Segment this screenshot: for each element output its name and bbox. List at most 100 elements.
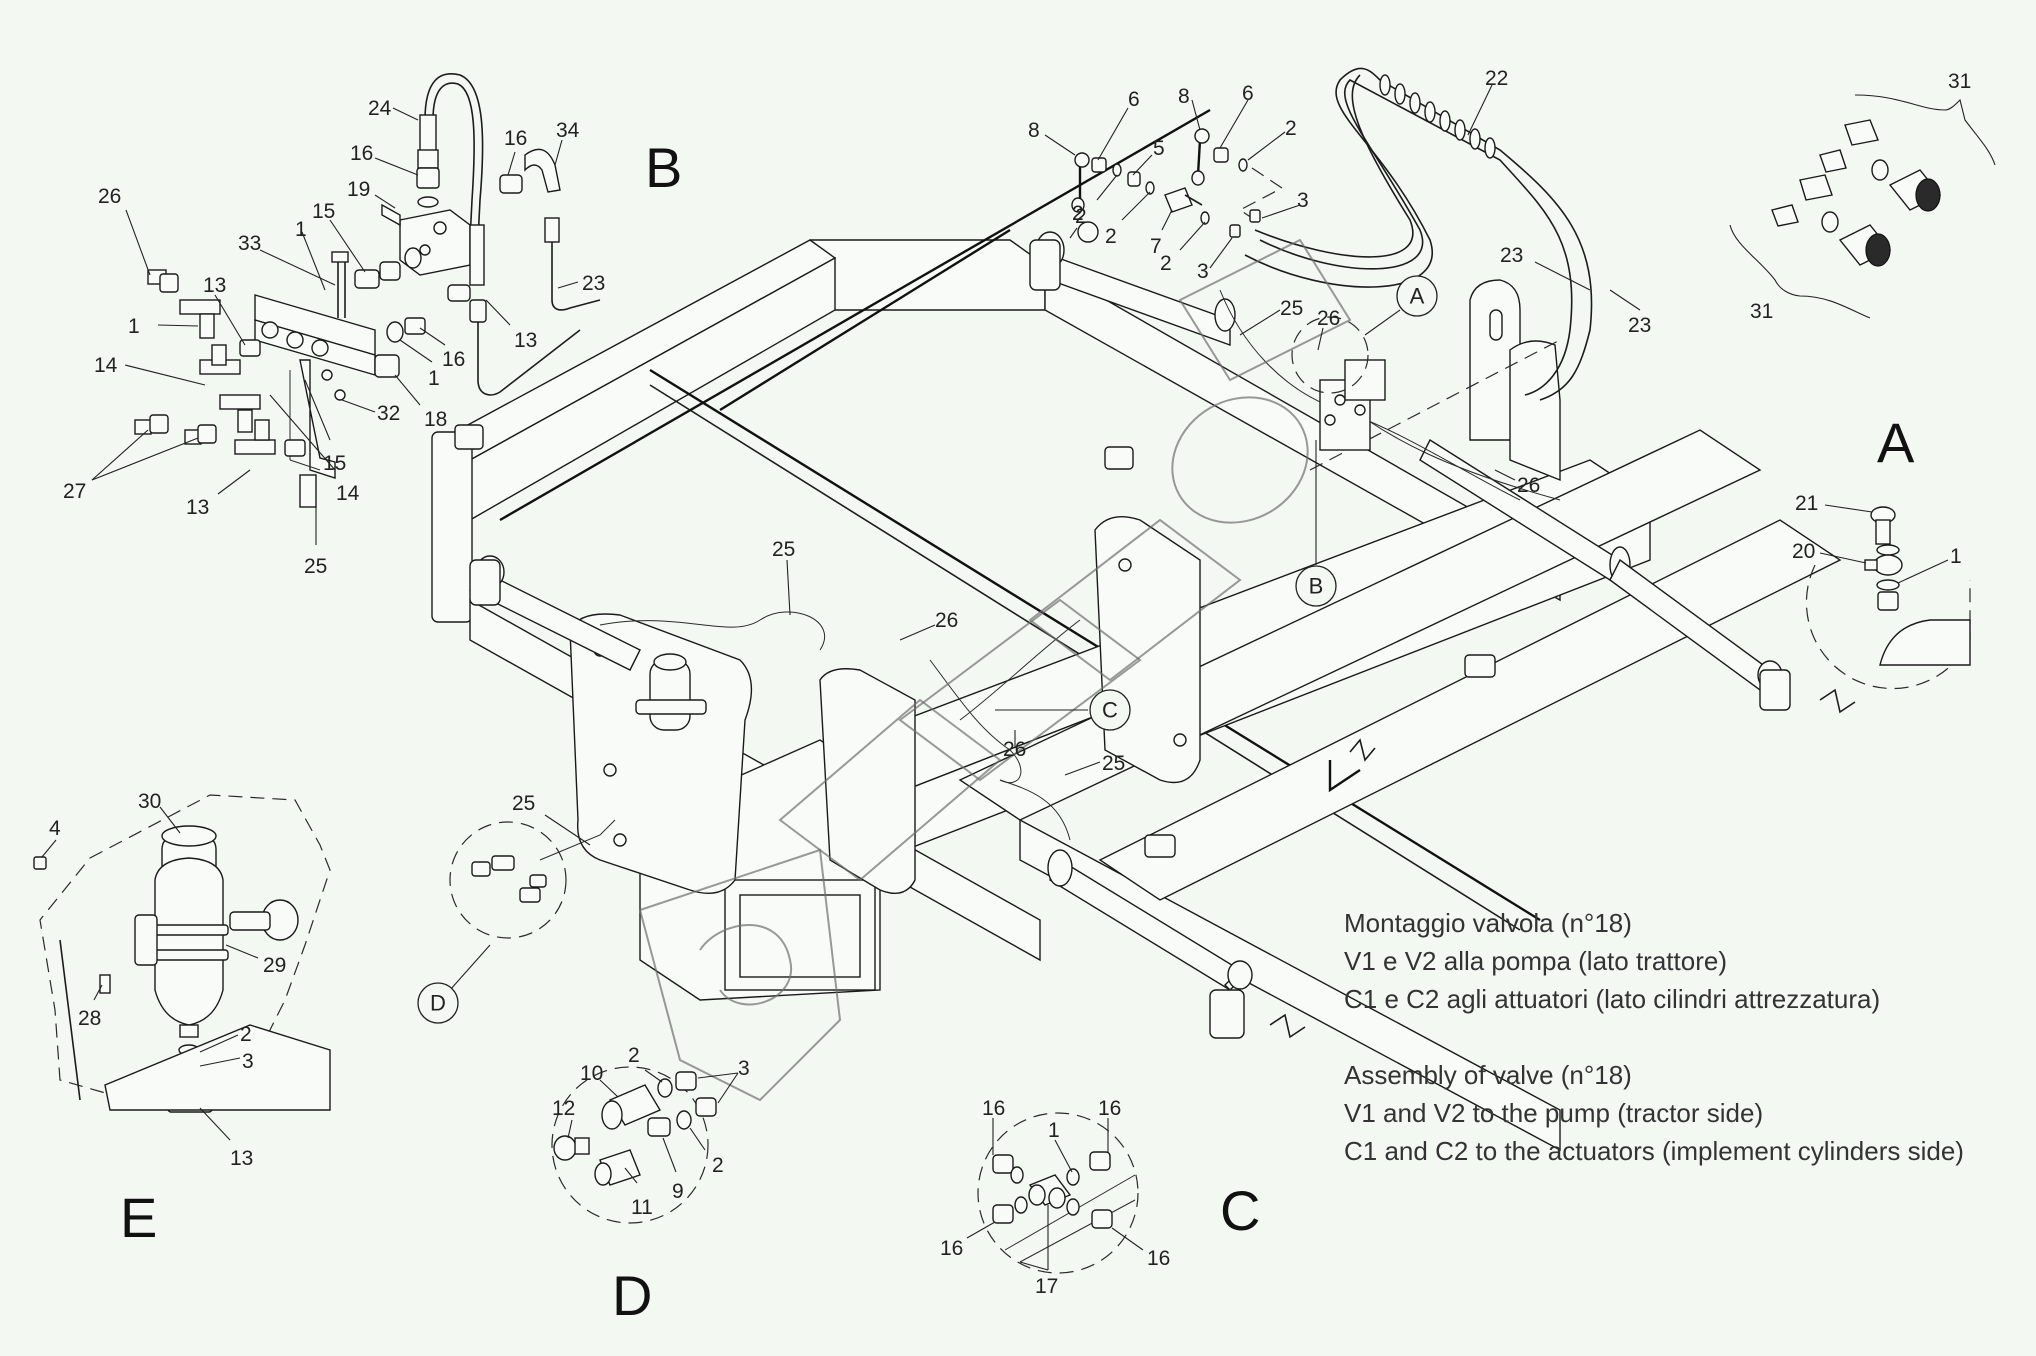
valve-block-assembly: [1291, 316, 1386, 451]
detail-label-c: C: [1220, 1179, 1261, 1242]
callout-2: 2: [712, 1154, 724, 1177]
callout-16: 16: [504, 127, 527, 150]
nut-32: [334, 389, 346, 401]
callout-17: 17: [1035, 1275, 1058, 1298]
callout-31: 31: [1750, 300, 1773, 323]
detail-e-outline: [39, 794, 331, 1101]
note-en-line1: V1 and V2 to the pump (tractor side): [1344, 1098, 1764, 1128]
detail-d-circle-small: [449, 821, 567, 939]
fitting-16: [499, 174, 523, 194]
elbow-34: [524, 148, 561, 193]
tee-13-top: [179, 299, 221, 315]
callout-2: 2: [1160, 252, 1172, 275]
mount-pad: [1464, 654, 1496, 678]
hose-26-center: [929, 659, 1022, 784]
note-it-title: Montaggio valvola (n°18): [1344, 908, 1632, 938]
callout-25: 25: [304, 555, 327, 578]
hitch-plate-left: [569, 613, 753, 894]
hose-23-a: [551, 242, 601, 311]
callout-24: 24: [368, 97, 392, 120]
callout-26: 26: [1003, 738, 1026, 761]
callout-6: 6: [1128, 88, 1140, 111]
detail-d-circle: [551, 1066, 709, 1224]
callout-11: 11: [631, 1196, 653, 1219]
left-rail-top: [438, 239, 837, 461]
detail-bubbles: A B C D: [417, 275, 1438, 1024]
callout-34: 34: [556, 119, 580, 142]
note-spacer: [1344, 1018, 2034, 1056]
callout-1: 1: [1950, 545, 1962, 568]
cap-6-right: [1213, 147, 1229, 163]
detail-circle-a-source: [1291, 316, 1369, 394]
cap-6-left: [1091, 157, 1107, 173]
callout-20: 20: [1792, 540, 1815, 563]
callout-26: 26: [1517, 474, 1540, 497]
bubble-b[interactable]: [1295, 565, 1337, 607]
callout-2: 2: [628, 1044, 640, 1067]
detail-c-cross: [977, 1112, 1139, 1274]
banjo-20: [1873, 554, 1903, 576]
callout-7: 7: [1150, 235, 1162, 258]
left-rail-side: [469, 256, 836, 522]
callout-23: 23: [582, 272, 605, 295]
callout-31: 31: [1948, 70, 1971, 93]
bubble-c[interactable]: [1089, 689, 1131, 731]
callout-18: 18: [424, 408, 447, 431]
callout-5: 5: [1153, 137, 1165, 160]
callout-8: 8: [1178, 85, 1190, 108]
bubble-c-label: C: [1102, 698, 1118, 723]
callout-25: 25: [1102, 752, 1125, 775]
callout-33: 33: [238, 232, 261, 255]
watermark-logo: [638, 238, 1352, 1102]
bubble-a[interactable]: [1396, 275, 1438, 317]
valve-18: [374, 354, 400, 378]
oring-2: [657, 1078, 673, 1098]
callout-1: 1: [1048, 1119, 1060, 1142]
right-rail-rear: [1044, 263, 1561, 602]
note-en-title: Assembly of valve (n°18): [1344, 1060, 1632, 1090]
hose-24: [424, 73, 484, 241]
bubble-b-label: B: [1309, 574, 1324, 599]
callout-16: 16: [1098, 1097, 1121, 1120]
tee-13-bottom: [234, 439, 276, 455]
mount-pad: [454, 424, 484, 450]
callout-25: 25: [772, 538, 795, 561]
callout-13: 13: [230, 1147, 253, 1170]
callouts: 24 16 19 15 1 33 26 13 1 14 27 13 25: [41, 67, 1971, 1298]
callout-15: 15: [323, 452, 346, 475]
detail-c-circle: [977, 1112, 1139, 1274]
tower-bracket: [1469, 279, 1521, 441]
callout-3: 3: [1197, 260, 1209, 283]
ball-valve-7: [1164, 187, 1193, 213]
detail-a-circle: [1805, 564, 1971, 690]
inner-beam-1: [649, 368, 1541, 922]
chain-8-right: [1196, 139, 1202, 176]
callout-23: 23: [1628, 314, 1651, 337]
callout-2: 2: [1072, 202, 1084, 225]
adapter-31: [1844, 119, 1879, 146]
callout-2: 2: [240, 1023, 252, 1046]
callout-9: 9: [672, 1180, 684, 1203]
callout-2: 2: [1075, 205, 1087, 228]
detail-d-exploded: [551, 1066, 717, 1224]
fitting-5: [1127, 171, 1141, 187]
accumulator-30: [154, 857, 224, 1026]
detail-a-banjo: [1805, 506, 1971, 690]
lower-right-rail: [1019, 818, 1561, 1152]
callout-16: 16: [982, 1097, 1005, 1120]
clamp-29: [149, 924, 229, 936]
callout-16: 16: [1147, 1247, 1170, 1270]
callout-21: 21: [1795, 492, 1818, 515]
callout-15: 15: [312, 200, 335, 223]
callout-10: 10: [580, 1062, 603, 1085]
assembly-notes: Montaggio valvola (n°18) V1 e V2 alla po…: [1344, 904, 2034, 1170]
callout-12: 12: [552, 1097, 575, 1120]
callout-23: 23: [1500, 244, 1523, 267]
callout-3: 3: [242, 1050, 254, 1073]
tee-14-b: [219, 394, 261, 410]
callout-6: 6: [1242, 82, 1254, 105]
callout-3: 3: [738, 1057, 750, 1080]
bubble-d[interactable]: [417, 982, 459, 1024]
